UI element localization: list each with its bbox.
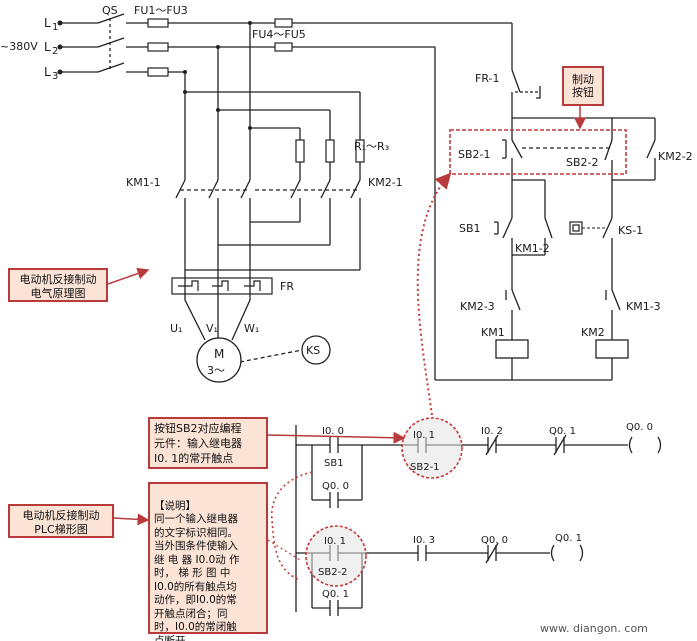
label-sb1-plc: SB1 <box>324 458 344 469</box>
label-v1: V₁ <box>206 322 218 335</box>
label-l3: L <box>44 65 51 79</box>
label-i01-top: I0. 1 <box>413 430 435 441</box>
label-fu45: FU4～FU5 <box>252 28 306 41</box>
label-km22: KM2-2 <box>658 150 693 163</box>
label-km11: KM1-1 <box>126 176 161 189</box>
dotted-link-sb2 <box>416 172 452 416</box>
label-motor-3: 3～ <box>207 364 225 377</box>
brake-button-note: 制动 按钮 <box>562 66 604 106</box>
resistors-r1-r3 <box>295 139 365 163</box>
button-mapping-note: 按钮SB2对应编程 元件：输入继电器 I0. 1的常开触点 <box>148 417 268 469</box>
label-fu13: FU1～FU3 <box>134 4 188 17</box>
label-sb21: SB2-1 <box>458 148 491 161</box>
junction-dots <box>57 20 252 130</box>
label-l1: L <box>44 16 51 30</box>
label-sb22: SB2-2 <box>566 156 599 169</box>
labels: L 1 L 2 L 3 ~380V QS FU1～FU3 FU4～FU5 FR-… <box>0 4 693 635</box>
ks-sensor <box>301 335 331 365</box>
label-fr1: FR-1 <box>475 72 500 85</box>
label-q01-bottom: Q0. 1 <box>322 589 349 600</box>
label-i02: I0. 2 <box>481 426 503 437</box>
label-sb22-plc: SB2-2 <box>318 567 348 578</box>
thermal-relay-fr <box>171 277 273 295</box>
ladder-lines <box>295 425 662 616</box>
label-km1: KM1 <box>481 326 505 339</box>
label-fr: FR <box>280 280 294 293</box>
sb2-highlight-box <box>449 129 627 175</box>
label-q00-contact: Q0. 0 <box>322 481 349 492</box>
ks1-icon <box>569 221 583 235</box>
plc-title-note: 电动机反接制动 PLC梯形图 <box>8 504 114 538</box>
label-km21: KM2-1 <box>368 176 403 189</box>
label-qs: QS <box>102 4 118 17</box>
coils-km <box>495 339 629 359</box>
circuit-title-note: 电动机反接制动 电气原理图 <box>8 268 108 302</box>
label-sb1: SB1 <box>459 222 481 235</box>
explanation-note: 【说明】同一个输入继电器 的文字标识相同。 当外围条件使输入 继 电 器 I0.… <box>148 482 268 641</box>
fuses-fu1-fu3 <box>147 18 169 77</box>
label-i00: I0. 0 <box>322 426 344 437</box>
control-lines <box>434 23 656 381</box>
label-ks: KS <box>306 344 320 357</box>
fuses-fu4-fu5 <box>274 18 293 52</box>
label-w1: W₁ <box>244 322 259 335</box>
motor <box>196 337 242 383</box>
label-l1-sub: 1 <box>52 22 58 33</box>
label-ks1: KS-1 <box>618 224 643 237</box>
label-q01-top: Q0. 1 <box>549 426 576 437</box>
label-l3-sub: 3 <box>52 71 58 82</box>
highlight-circle-sb21 <box>401 417 463 479</box>
watermark: www. diangon. com <box>540 622 648 635</box>
explanation-body: 同一个输入继电器 的文字标识相同。 当外围条件使输入 继 电 器 I0.0动 作… <box>154 513 240 641</box>
label-q00-nc: Q0. 0 <box>481 535 508 546</box>
label-l2: L <box>44 40 51 54</box>
label-km2: KM2 <box>581 326 605 339</box>
label-motor-m: M <box>214 347 224 361</box>
label-r13: R₁～R₃ <box>354 140 389 153</box>
label-km12: KM1-2 <box>515 242 550 255</box>
label-voltage: ~380V <box>0 40 38 53</box>
label-u1: U₁ <box>170 322 182 335</box>
highlight-circle-sb22 <box>305 525 367 587</box>
label-q00-coil: Q0. 0 <box>626 422 653 433</box>
label-km23: KM2-3 <box>460 300 495 313</box>
label-i01-mid: I0. 1 <box>324 536 346 547</box>
explanation-title: 【说明】 <box>154 499 196 512</box>
label-sb21-plc: SB2-1 <box>410 462 440 473</box>
label-q01-coil: Q0. 1 <box>555 533 582 544</box>
label-i03: I0. 3 <box>413 535 435 546</box>
power-lines <box>60 13 512 363</box>
explain-bracket <box>270 471 313 581</box>
label-l2-sub: 2 <box>52 46 58 57</box>
label-km13: KM1-3 <box>626 300 661 313</box>
